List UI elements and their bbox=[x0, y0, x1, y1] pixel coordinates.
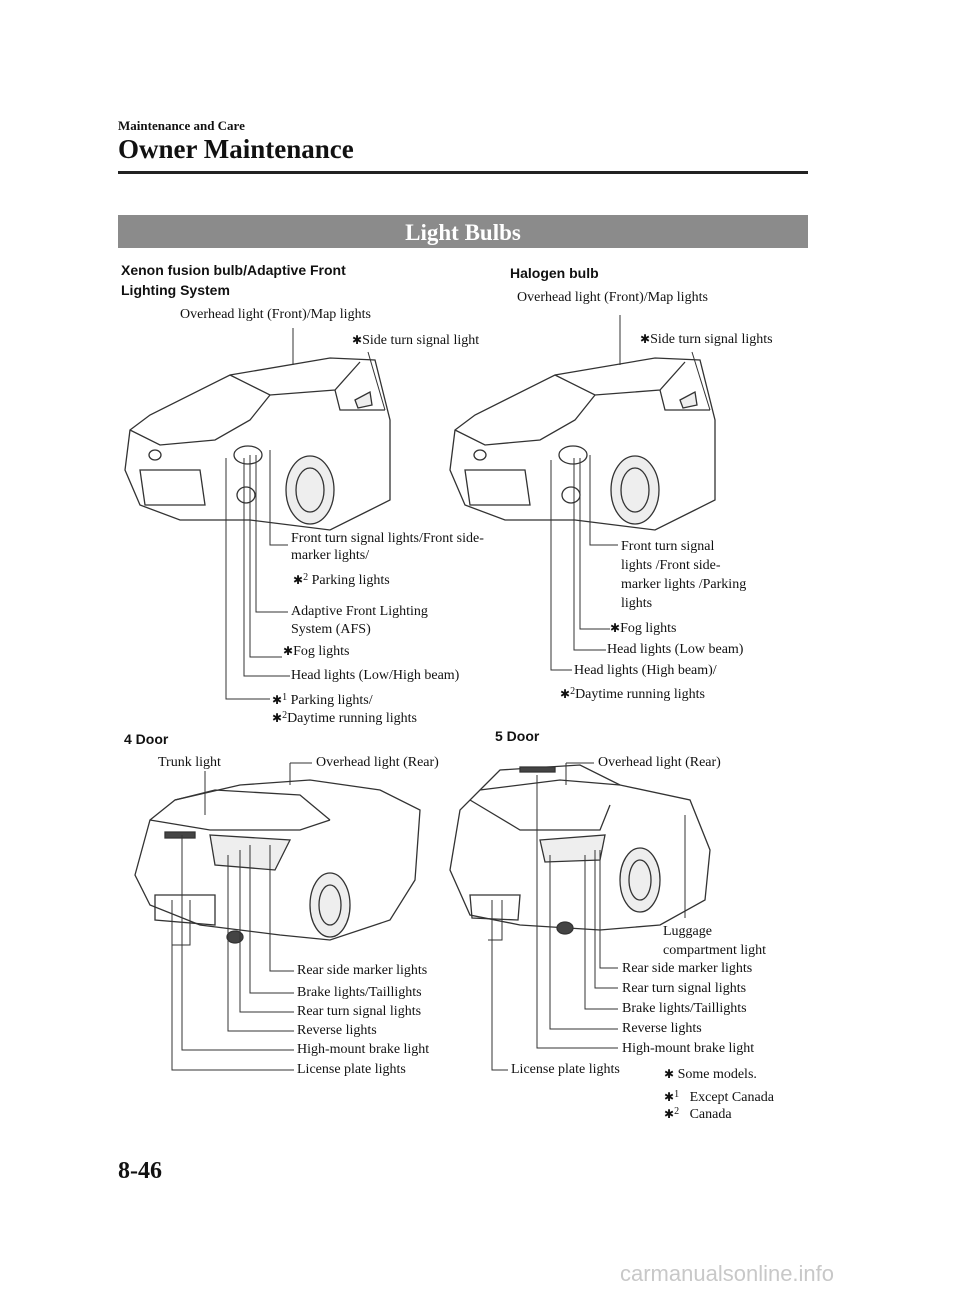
label-reverse-4door: Reverse lights bbox=[297, 1023, 377, 1038]
label-rear-side-marker-5door: Rear side marker lights bbox=[622, 961, 753, 976]
halogen-heading: Halogen bulb bbox=[510, 265, 599, 281]
leader-lines-4door bbox=[171, 762, 312, 1071]
xenon-heading-line2: Lighting System bbox=[121, 282, 230, 298]
label-drl-halogen: ✱2Daytime running lights bbox=[560, 686, 705, 702]
label-fog-lights: ✱Fog lights bbox=[283, 644, 350, 659]
leader-lines-front-left bbox=[225, 328, 386, 700]
label-reverse-5door: Reverse lights bbox=[622, 1021, 702, 1036]
label-overhead-front: Overhead light (Front)/Map lights bbox=[180, 307, 371, 322]
label-parking-except-canada: ✱1 Parking lights/ bbox=[272, 692, 373, 708]
label-front-turn-halogen-2: lights /Front side- bbox=[621, 558, 721, 573]
light-bulbs-banner: Light Bulbs bbox=[118, 215, 808, 248]
xenon-heading-line1: Xenon fusion bulb/Adaptive Front bbox=[121, 262, 346, 278]
label-head-lights-high: Head lights (High beam)/ bbox=[574, 663, 717, 678]
label-rear-side-marker-4door: Rear side marker lights bbox=[297, 963, 428, 978]
front-car-halogen-illustration bbox=[449, 357, 716, 531]
label-drl-canada: ✱2Daytime running lights bbox=[272, 710, 417, 726]
watermark: carmanualsonline.info bbox=[620, 1261, 835, 1286]
label-head-lights-low-high: Head lights (Low/High beam) bbox=[291, 668, 460, 683]
leader-lines-front-right bbox=[550, 315, 711, 671]
title-rule bbox=[118, 171, 808, 174]
page-title: Owner Maintenance bbox=[118, 134, 354, 164]
some-models-marker: ✱ bbox=[352, 333, 363, 347]
label-front-turn-halogen-1: Front turn signal bbox=[621, 539, 715, 554]
front-car-xenon-illustration bbox=[124, 357, 391, 531]
rear-car-4door-illustration bbox=[134, 779, 421, 944]
section-label: Maintenance and Care bbox=[118, 118, 245, 133]
five-door-heading: 5 Door bbox=[495, 728, 540, 744]
leader-lines-5door bbox=[488, 762, 686, 1071]
label-high-mount-4door: High-mount brake light bbox=[297, 1042, 430, 1057]
label-trunk-light: Trunk light bbox=[158, 755, 221, 770]
label-overhead-rear-5door: Overhead light (Rear) bbox=[598, 755, 721, 770]
page-number: 8-46 bbox=[118, 1158, 162, 1184]
label-afs-2: System (AFS) bbox=[291, 622, 371, 637]
label-high-mount-5door: High-mount brake light bbox=[622, 1041, 755, 1056]
label-rear-turn-5door: Rear turn signal lights bbox=[622, 981, 747, 996]
label-luggage-2: compartment light bbox=[663, 943, 767, 958]
label-parking-canada: ✱2 Parking lights bbox=[293, 572, 390, 588]
label-overhead-rear-4door: Overhead light (Rear) bbox=[316, 755, 439, 770]
label-front-turn-halogen-3: marker lights /Parking bbox=[621, 577, 747, 592]
label-afs-1: Adaptive Front Lighting bbox=[291, 604, 428, 619]
footnote-some-models: ✱ Some models. bbox=[664, 1067, 757, 1082]
rear-car-5door-illustration bbox=[449, 764, 711, 935]
label-license-4door: License plate lights bbox=[297, 1062, 406, 1077]
label-brake-taillights-5door: Brake lights/Taillights bbox=[622, 1001, 747, 1016]
label-overhead-front-halogen: Overhead light (Front)/Map lights bbox=[517, 290, 708, 305]
label-head-lights-low: Head lights (Low beam) bbox=[607, 642, 744, 657]
four-door-heading: 4 Door bbox=[124, 731, 169, 747]
label-front-turn-signal-2: marker lights/ bbox=[291, 548, 370, 563]
label-side-turn-signal: ✱Side turn signal light bbox=[352, 333, 480, 348]
label-fog-lights-halogen: ✱Fog lights bbox=[610, 621, 677, 636]
label-license-5door: License plate lights bbox=[511, 1062, 620, 1077]
label-side-turn-signals: ✱Side turn signal lights bbox=[640, 332, 773, 347]
footnote-except-canada: ✱1 Except Canada bbox=[664, 1089, 774, 1105]
label-front-turn-halogen-4: lights bbox=[621, 596, 653, 611]
footnote-canada: ✱2 Canada bbox=[664, 1106, 732, 1122]
label-front-turn-signal-1: Front turn signal lights/Front side- bbox=[291, 531, 484, 546]
label-brake-taillights-4door: Brake lights/Taillights bbox=[297, 985, 422, 1000]
label-luggage-1: Luggage bbox=[663, 924, 712, 939]
label-rear-turn-4door: Rear turn signal lights bbox=[297, 1004, 422, 1019]
